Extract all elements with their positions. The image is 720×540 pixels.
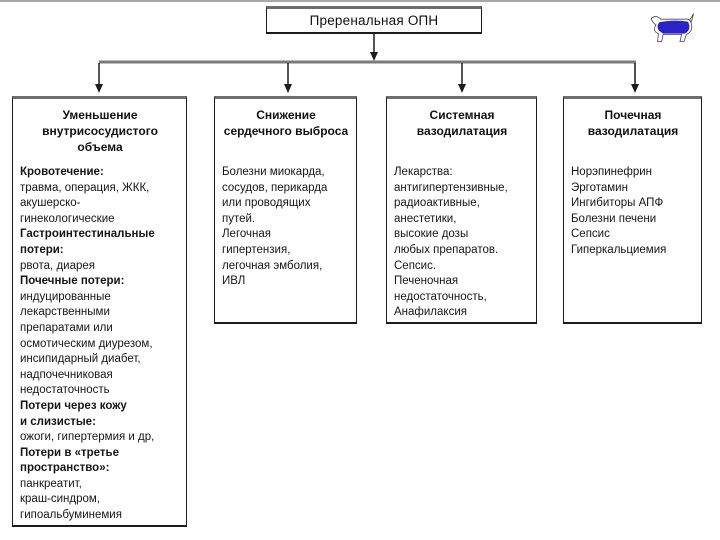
text-line: потери: <box>20 243 64 256</box>
text-line: краш-синдром, <box>20 493 101 506</box>
text-line: Потери через кожу <box>20 399 127 412</box>
branch-arrowheads <box>95 84 639 93</box>
text-line: пространство»: <box>20 462 110 475</box>
text-line: антигипертензивные, <box>394 181 508 194</box>
text-line: радиоактивные, <box>394 197 480 210</box>
cause-box-body: Болезни миокарда, сосудов, перикарда или п… <box>222 165 350 290</box>
root-arrowhead-icon <box>370 52 378 61</box>
text-line: или проводящих <box>222 197 311 210</box>
text-line: акушерско- <box>20 197 81 210</box>
text-line: рвота, диарея <box>20 259 95 272</box>
text-line: Легочная <box>222 228 271 241</box>
text-line: Почечные потери: <box>20 275 125 288</box>
text-line: инсипидарный диабет, <box>20 353 141 366</box>
text-line: травма, операция, ЖКК, <box>20 181 150 194</box>
text-line: Лекарства: <box>394 166 453 178</box>
text-line: ожоги, гипертермия и др, <box>20 431 155 444</box>
text-line: гипертензия, <box>222 243 291 256</box>
text-line: Сепсис. <box>394 259 437 272</box>
cause-box-intravascular-volume: Уменьшение внутрисосудистого объема Кров… <box>12 96 187 527</box>
root-node-prerenal-opn: Преренальная ОПН <box>266 6 482 34</box>
text-line: Болезни миокарда, <box>222 166 325 178</box>
text-line: Потери в «третье <box>20 446 119 459</box>
text-line: и слизистые: <box>20 415 96 428</box>
text-line: лекарственными <box>20 306 110 319</box>
text-line: Ингибиторы АПФ <box>571 197 664 210</box>
dog-clipart-icon <box>650 13 694 42</box>
text-line: осмотическим диурезом, <box>20 337 153 350</box>
text-line: Сепсис <box>571 228 610 241</box>
text-line: анестетики, <box>394 212 457 225</box>
text-line: гипоальбуминемия <box>20 509 122 522</box>
text-line: путей. <box>222 212 256 225</box>
text-line: гинекологические <box>20 212 115 225</box>
cause-box-title: Снижение сердечного выброса <box>223 108 349 138</box>
text-line: любых препаратов. <box>394 243 499 256</box>
text-line: высокие дозы <box>394 228 469 241</box>
cause-box-cardiac-output: Снижение сердечного выброса Болезни миок… <box>214 96 357 324</box>
cause-box-systemic-vasodilation: Системная вазодилатация Лекарства: антиги… <box>386 96 537 324</box>
text-line: недостаточность, <box>394 290 487 303</box>
cause-box-title: Системная вазодилатация <box>416 108 508 138</box>
text-line: Анафилаксия <box>394 306 467 319</box>
cause-box-body: Кровотечение: травма, операция, ЖКК, акуше… <box>20 165 180 524</box>
text-line: Гастроинтестинальные <box>20 228 155 241</box>
text-line: Эрготамин <box>571 181 628 194</box>
text-line: сосудов, перикарда <box>222 181 328 194</box>
text-line: недостаточность <box>20 384 110 397</box>
text-line: ИВЛ <box>222 275 246 288</box>
text-line: Печеночная <box>394 275 459 288</box>
cause-box-title: Уменьшение внутрисосудистого объема <box>42 108 158 154</box>
text-line: препаратами или <box>20 321 113 334</box>
text-line: легочная эмболия, <box>222 259 323 272</box>
branch-lines <box>98 63 636 85</box>
cause-box-title: Почечная вазодилатация <box>587 108 679 138</box>
text-line: индуцированные <box>20 290 111 303</box>
text-line: Гиперкальциемия <box>571 243 667 256</box>
text-line: Норэпинефрин <box>571 166 652 178</box>
cause-box-body: Лекарства: антигипертензивные, радиоактивн… <box>394 165 530 321</box>
root-node-label: Преренальная ОПН <box>309 13 439 28</box>
text-line: Кровотечение: <box>20 166 104 178</box>
text-line: надпочечниковая <box>20 368 113 381</box>
slide-top-edge-line <box>0 0 720 2</box>
text-line: панкреатит, <box>20 477 82 490</box>
text-line: Болезни печени <box>571 212 657 225</box>
